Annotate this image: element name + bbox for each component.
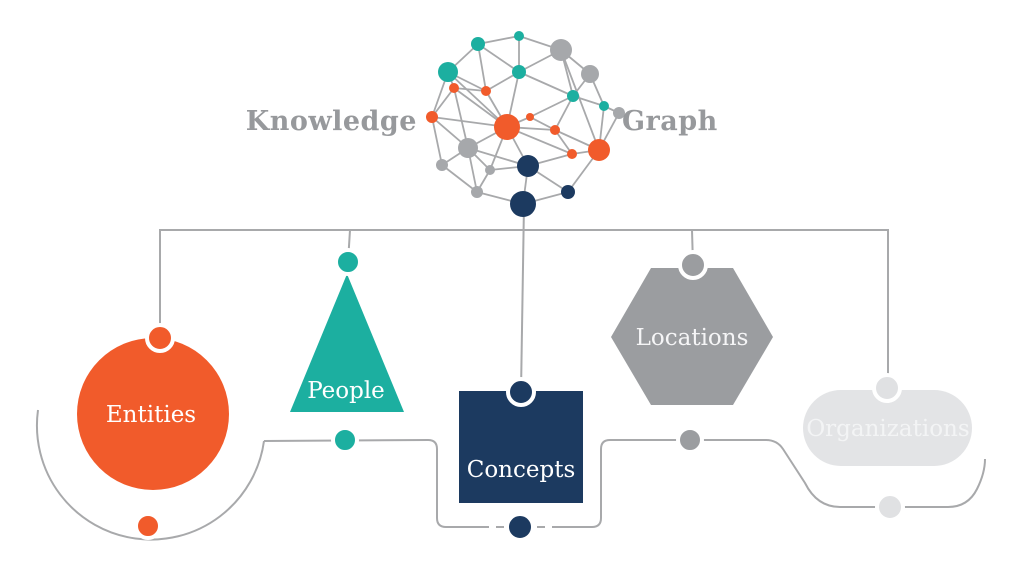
connector-left-bottom bbox=[263, 438, 489, 528]
network-node bbox=[510, 191, 536, 217]
entities-circle bbox=[77, 338, 229, 490]
network-node bbox=[426, 111, 438, 123]
network-edge bbox=[518, 71, 574, 97]
network-edge bbox=[431, 116, 443, 166]
network-edge bbox=[560, 49, 600, 151]
network-node bbox=[485, 165, 495, 175]
knowledge-graph-network bbox=[426, 31, 625, 217]
people-triangle bbox=[290, 274, 404, 412]
network-node bbox=[613, 107, 625, 119]
connector-dots bbox=[134, 248, 905, 542]
locations-top-dot bbox=[678, 250, 708, 280]
people-bottom-dot bbox=[331, 426, 359, 454]
title-left: Knowledge bbox=[246, 106, 417, 137]
network-node bbox=[599, 101, 609, 111]
network-edge bbox=[477, 43, 520, 73]
network-node bbox=[517, 155, 539, 177]
organizations-pill bbox=[803, 390, 972, 466]
network-edge bbox=[441, 164, 478, 193]
locations-bottom-dot bbox=[676, 426, 704, 454]
network-node bbox=[588, 139, 610, 161]
network-edge bbox=[477, 43, 487, 92]
network-node bbox=[512, 65, 526, 79]
network-edge bbox=[453, 87, 469, 149]
connector-entities-arc bbox=[35, 409, 265, 541]
network-node bbox=[471, 186, 483, 198]
network-node bbox=[526, 113, 534, 121]
network-node bbox=[449, 83, 459, 93]
organizations-bottom-dot bbox=[875, 492, 905, 522]
network-edge bbox=[529, 95, 574, 118]
concepts-square bbox=[459, 391, 583, 503]
entities-top-dot bbox=[145, 323, 175, 353]
network-node bbox=[561, 185, 575, 199]
network-edge bbox=[554, 95, 574, 131]
network-node bbox=[494, 114, 520, 140]
organizations-label: Organizations bbox=[806, 416, 969, 442]
people-label: People bbox=[307, 378, 385, 404]
network-node bbox=[438, 62, 458, 82]
concepts-label: Concepts bbox=[467, 457, 576, 483]
locations-hexagon bbox=[611, 268, 773, 405]
network-node bbox=[481, 86, 491, 96]
entities-bottom-dot bbox=[134, 512, 162, 540]
title-right: Graph bbox=[622, 106, 718, 137]
network-node bbox=[550, 39, 572, 61]
network-node bbox=[550, 125, 560, 135]
entities-label: Entities bbox=[106, 402, 196, 428]
network-node bbox=[581, 65, 599, 83]
network-node bbox=[458, 138, 478, 158]
concepts-bottom-dot bbox=[505, 512, 535, 542]
network-node bbox=[436, 159, 448, 171]
concepts-top-dot bbox=[506, 377, 536, 407]
network-edge bbox=[453, 87, 487, 92]
network-node bbox=[567, 149, 577, 159]
network-node bbox=[567, 90, 579, 102]
network-node bbox=[514, 31, 524, 41]
connector-center-line bbox=[520, 203, 525, 393]
organizations-top-dot bbox=[872, 373, 902, 403]
network-node bbox=[471, 37, 485, 51]
network-edge bbox=[431, 87, 455, 118]
locations-label: Locations bbox=[636, 325, 749, 351]
connector-lines bbox=[35, 203, 986, 541]
people-top-dot bbox=[334, 248, 362, 276]
connector-right-bottom bbox=[552, 439, 986, 528]
network-edge bbox=[447, 71, 508, 128]
